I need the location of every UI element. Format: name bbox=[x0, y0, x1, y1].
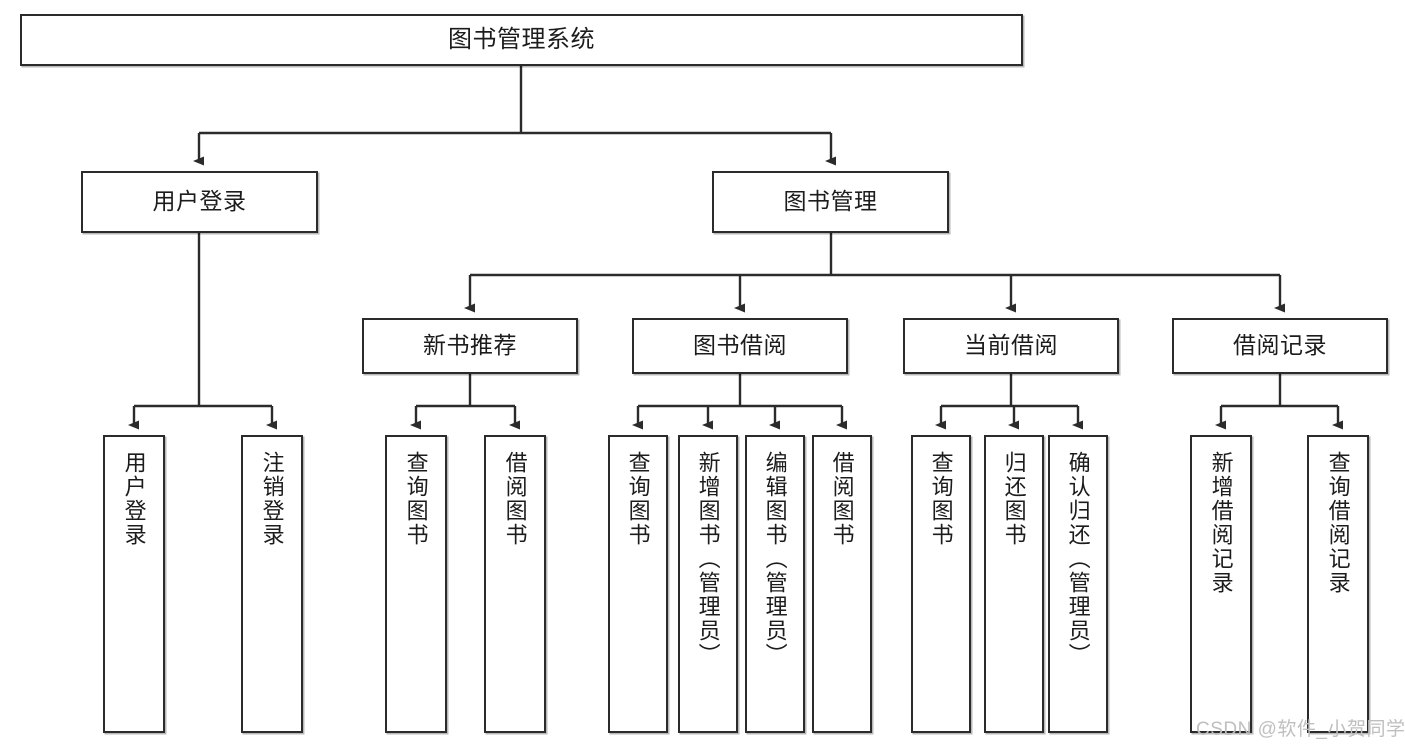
node-book-manage-label: 图书管理 bbox=[783, 188, 878, 215]
node-book-manage[interactable]: 图书管理 bbox=[712, 171, 949, 233]
node-leaf-query-book-1-label: 查询图书 bbox=[403, 451, 429, 547]
node-leaf-logout-label: 注销登录 bbox=[259, 451, 285, 547]
node-leaf-edit-book[interactable]: 编辑图书（管理员） bbox=[745, 435, 805, 733]
node-book-borrow-label: 图书借阅 bbox=[693, 332, 787, 359]
node-root-label: 图书管理系统 bbox=[448, 25, 595, 53]
node-current-borrow[interactable]: 当前借阅 bbox=[903, 318, 1119, 374]
node-leaf-add-book[interactable]: 新增图书（管理员） bbox=[678, 435, 738, 733]
node-leaf-add-book-label: 新增图书（管理员） bbox=[695, 451, 721, 667]
node-leaf-add-record[interactable]: 新增借阅记录 bbox=[1190, 435, 1252, 733]
node-leaf-query-book-2[interactable]: 查询图书 bbox=[608, 435, 668, 733]
node-user-login-label: 用户登录 bbox=[152, 188, 247, 215]
node-borrow-record-label: 借阅记录 bbox=[1233, 332, 1327, 359]
node-leaf-user-login[interactable]: 用户登录 bbox=[103, 435, 165, 733]
node-new-book-recommend-label: 新书推荐 bbox=[423, 332, 517, 359]
node-leaf-query-book-1[interactable]: 查询图书 bbox=[385, 435, 447, 733]
node-leaf-confirm-return-label: 确认归还（管理员） bbox=[1065, 451, 1091, 667]
node-current-borrow-label: 当前借阅 bbox=[964, 332, 1058, 359]
node-leaf-edit-book-label: 编辑图书（管理员） bbox=[762, 451, 788, 667]
node-user-login[interactable]: 用户登录 bbox=[81, 171, 318, 233]
node-leaf-query-record-label: 查询借阅记录 bbox=[1325, 451, 1351, 595]
node-leaf-return-book[interactable]: 归还图书 bbox=[984, 435, 1044, 733]
node-leaf-logout[interactable]: 注销登录 bbox=[241, 435, 303, 733]
node-leaf-user-login-label: 用户登录 bbox=[121, 451, 147, 547]
node-leaf-borrow-book-2[interactable]: 借阅图书 bbox=[812, 435, 872, 733]
node-leaf-borrow-book-2-label: 借阅图书 bbox=[829, 451, 855, 547]
node-leaf-query-record[interactable]: 查询借阅记录 bbox=[1307, 435, 1369, 733]
csdn-watermark: CSDN @软件_小贺同学 bbox=[1196, 719, 1405, 740]
node-leaf-borrow-book-1[interactable]: 借阅图书 bbox=[484, 435, 546, 733]
node-book-borrow[interactable]: 图书借阅 bbox=[632, 318, 848, 374]
node-root[interactable]: 图书管理系统 bbox=[20, 14, 1023, 66]
node-leaf-query-book-3-label: 查询图书 bbox=[928, 451, 954, 547]
node-leaf-confirm-return[interactable]: 确认归还（管理员） bbox=[1048, 435, 1108, 733]
node-borrow-record[interactable]: 借阅记录 bbox=[1172, 318, 1388, 374]
node-leaf-add-record-label: 新增借阅记录 bbox=[1208, 451, 1234, 595]
node-leaf-return-book-label: 归还图书 bbox=[1001, 451, 1027, 547]
node-leaf-borrow-book-1-label: 借阅图书 bbox=[502, 451, 528, 547]
node-leaf-query-book-2-label: 查询图书 bbox=[625, 451, 651, 547]
node-leaf-query-book-3[interactable]: 查询图书 bbox=[911, 435, 971, 733]
node-new-book-recommend[interactable]: 新书推荐 bbox=[362, 318, 578, 374]
